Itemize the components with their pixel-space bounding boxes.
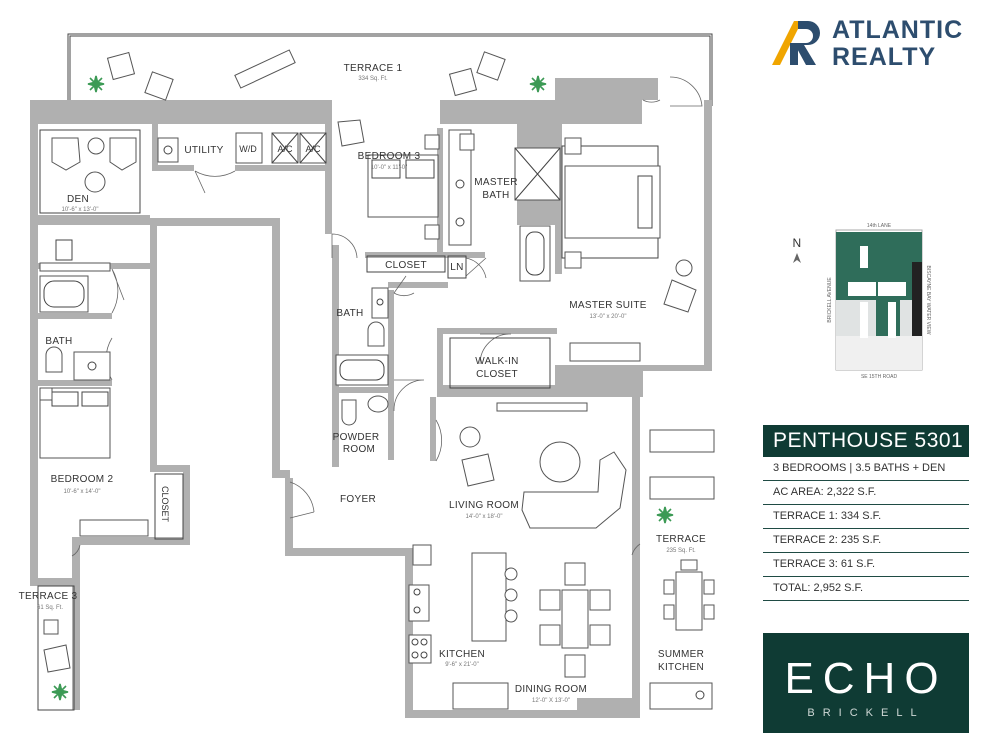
- brand-line-2: REALTY: [832, 43, 937, 71]
- north-label: N: [793, 236, 802, 250]
- den-furniture: [39, 129, 141, 214]
- room-labels: TERRACE 1 334 Sq. Ft. UTILITY W/D A/C A/…: [19, 63, 706, 704]
- walk-in-label-2: CLOSET: [476, 369, 518, 380]
- den-label: DEN: [67, 194, 89, 205]
- terrace-1-label: TERRACE 1: [344, 63, 403, 74]
- terrace-2-furniture: [649, 429, 715, 710]
- unit-detail-terrace-2: TERRACE 2: 235 S.F.: [763, 529, 969, 553]
- terrace-1-outline: [67, 33, 713, 106]
- living-room-label: LIVING ROOM: [449, 500, 519, 511]
- bedroom-3-label: BEDROOM 3: [358, 151, 421, 162]
- closets: [154, 255, 551, 540]
- powder-label-1: POWDER: [333, 432, 380, 443]
- atlantic-realty-logo: ATLANTIC REALTY: [768, 14, 988, 74]
- key-right-street: BISCAYNE BAY WATER VIEW: [925, 266, 931, 335]
- brand-line-1: ATLANTIC: [832, 16, 964, 44]
- key-left-street: BRICKELL AVENUE: [827, 277, 833, 323]
- ln-label: LN: [450, 262, 463, 273]
- key-plan: N 14th LANE BRICKELL AVENUE BISCAYNE BAY…: [793, 223, 931, 380]
- living-room-size: 14'-0" x 18'-0": [466, 514, 503, 520]
- unit-info-panel: PENTHOUSE 5301 3 BEDROOMS | 3.5 BATHS + …: [763, 425, 969, 601]
- utility-fixtures: [157, 132, 327, 164]
- bath-label: BATH: [336, 308, 363, 319]
- terrace-1-size: 334 Sq. Ft.: [358, 76, 388, 82]
- bath-fixtures: [335, 287, 389, 426]
- plant-icon: [51, 683, 69, 701]
- summer-kitchen-label-1: SUMMER: [658, 649, 704, 660]
- bedroom-2-label: BEDROOM 2: [51, 474, 114, 485]
- dining-room-size: 12'-0" X 13'-0": [532, 698, 570, 704]
- ac-label-1: A/C: [277, 144, 293, 154]
- kitchen-size: 9'-6" x 21'-0": [445, 662, 479, 668]
- utility-label: UTILITY: [184, 145, 223, 156]
- master-suite-label: MASTER SUITE: [569, 300, 647, 311]
- unit-detail-terrace-1: TERRACE 1: 334 S.F.: [763, 505, 969, 529]
- bedroom-2-bath-fixtures: [39, 239, 111, 381]
- master-bath-fixtures: [448, 129, 561, 282]
- plant-icon: [529, 75, 547, 93]
- master-bath-label-1: MASTER: [474, 177, 517, 188]
- dining-furniture: [539, 562, 611, 678]
- dining-room-label: DINING ROOM: [515, 684, 587, 695]
- kitchen-fixtures: [408, 544, 518, 710]
- powder-label-2: ROOM: [343, 444, 375, 455]
- kitchen-label: KITCHEN: [439, 649, 485, 660]
- master-suite-size: 13'-0" x 20'-0": [590, 314, 627, 320]
- wd-label: W/D: [239, 144, 257, 154]
- bedroom-2-size: 10'-6" x 14'-0": [64, 489, 101, 495]
- terrace-1-furniture: [87, 49, 547, 101]
- unit-title: PENTHOUSE 5301: [763, 425, 969, 457]
- hall-closet-label: CLOSET: [160, 486, 170, 523]
- unit-detail-bedrooms: 3 BEDROOMS | 3.5 BATHS + DEN: [763, 457, 969, 481]
- unit-detail-total: TOTAL: 2,952 S.F.: [763, 577, 969, 601]
- doors: [71, 76, 703, 557]
- master-bath-label-2: BATH: [482, 190, 509, 201]
- terrace-3-label: TERRACE 3: [19, 591, 78, 602]
- master-suite-furniture: [561, 137, 697, 362]
- terrace-2-label: TERRACE: [656, 534, 706, 545]
- west-bath-label: BATH: [45, 336, 72, 347]
- den-size: 10'-6" x 13'-0": [62, 207, 99, 213]
- key-bottom-street: SE 15TH ROAD: [861, 374, 898, 380]
- bedroom-3-size: 10'-0" x 11'-0": [371, 165, 407, 171]
- echo-brickell-logo: ECHO BRICKELL: [763, 633, 969, 733]
- unit-detail-terrace-3: TERRACE 3: 61 S.F.: [763, 553, 969, 577]
- building-name: ECHO: [784, 654, 948, 703]
- summer-kitchen-label-2: KITCHEN: [658, 662, 704, 673]
- closet-label: CLOSET: [385, 260, 427, 271]
- atlantic-realty-logo-icon: [772, 21, 820, 65]
- unit-detail-ac-area: AC AREA: 2,322 S.F.: [763, 481, 969, 505]
- key-top-street: 14th LANE: [867, 223, 892, 229]
- terrace-2-size: 235 Sq. Ft.: [666, 548, 696, 554]
- living-room-furniture: [459, 402, 627, 529]
- plant-icon: [87, 75, 105, 93]
- walk-in-label-1: WALK-IN: [475, 356, 518, 367]
- foyer-label: FOYER: [340, 494, 376, 505]
- building-subtitle: BRICKELL: [807, 707, 925, 719]
- north-arrow-icon: [793, 253, 801, 263]
- bedroom-2-furniture: [39, 387, 149, 537]
- plant-icon: [656, 506, 674, 524]
- terrace-3-furniture: [37, 585, 75, 711]
- terrace-3-size: 61 Sq. Ft.: [37, 605, 63, 611]
- ac-label-2: A/C: [305, 144, 321, 154]
- bedroom-3-furniture: [337, 119, 440, 240]
